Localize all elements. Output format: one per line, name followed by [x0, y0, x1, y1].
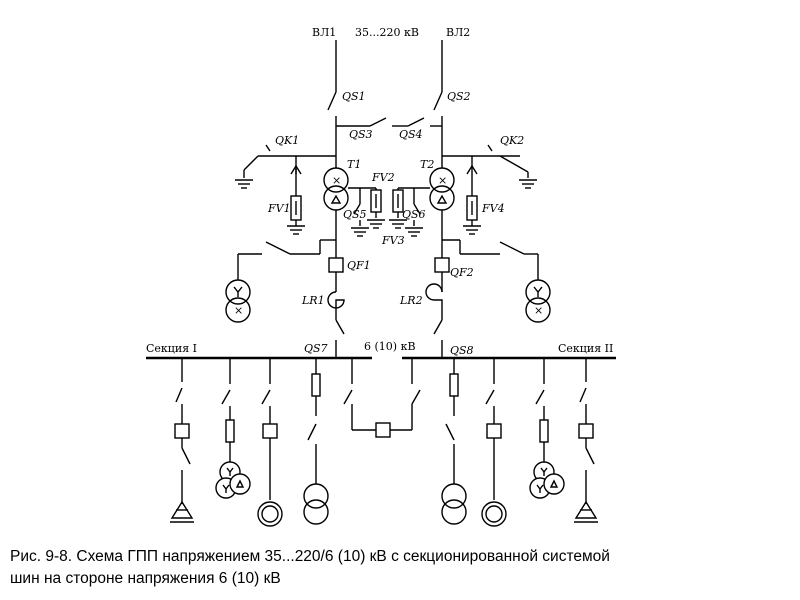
transformer-t2	[429, 167, 455, 193]
hv-voltage-label: 35...220 кВ	[355, 26, 419, 39]
label-fv2: FV2	[371, 171, 395, 184]
arrow-icon	[290, 164, 302, 175]
earth-switch-qk1	[243, 155, 259, 171]
section-label-1: Секция I	[146, 342, 197, 355]
figure-caption: Рис. 9-8. Схема ГПП напряжением 35...220…	[10, 546, 790, 590]
disconnector-qs1	[327, 91, 337, 111]
caption-line-1: Рис. 9-8. Схема ГПП напряжением 35...220…	[10, 548, 610, 565]
label-fv1: FV1	[267, 202, 291, 215]
label-qs1: QS1	[342, 90, 366, 103]
label-qs2: QS2	[447, 90, 471, 103]
section-breaker	[375, 422, 391, 438]
label-fv4: FV4	[481, 202, 505, 215]
arrow-icon	[466, 164, 478, 175]
svg-text:×: ×	[438, 174, 447, 187]
breaker-qf1	[328, 257, 344, 273]
disconnector-qs4	[407, 117, 425, 127]
feeder-breaker	[578, 423, 594, 439]
svg-text:×: ×	[234, 304, 243, 317]
label-qk1: QK1	[275, 134, 299, 147]
disconnector-qs7	[335, 319, 345, 335]
feeder-fuse	[449, 373, 459, 397]
feeder-breaker	[174, 423, 190, 439]
svg-text:×: ×	[534, 304, 543, 317]
line-label-vl2: ВЛ2	[446, 26, 470, 39]
label-fv3: FV3	[381, 234, 405, 247]
label-qf2: QF2	[450, 266, 474, 279]
disconnector-qs6	[413, 203, 421, 215]
aux-switch-right	[499, 241, 525, 255]
feeder-breaker	[486, 423, 502, 439]
disconnector-qs5	[353, 203, 361, 215]
earth-switch-qk2	[499, 155, 529, 173]
label-qs7: QS7	[304, 342, 328, 355]
label-qf1: QF1	[347, 259, 371, 272]
reactor-lr1	[327, 291, 345, 320]
label-qs3: QS3	[349, 128, 373, 141]
lv-voltage-label: 6 (10) кВ	[364, 340, 416, 353]
label-lr1: LR1	[301, 294, 325, 307]
feeder-breaker	[262, 423, 278, 439]
feeder-fuse	[539, 419, 549, 443]
caption-line-2: шин на стороне напряжения 6 (10) кВ	[10, 570, 281, 587]
disconnector-qs2	[433, 91, 443, 111]
section-label-2: Секция II	[558, 342, 613, 355]
breaker-qf2	[434, 257, 450, 273]
reactor-lr2	[425, 283, 443, 320]
disconnector-qs8	[433, 319, 443, 335]
aux-switch-left	[265, 241, 291, 255]
label-qs5: QS5	[343, 208, 367, 221]
label-qs4: QS4	[399, 128, 423, 141]
feeder-fuse	[225, 419, 235, 443]
line-label-vl1: ВЛ1	[312, 26, 336, 39]
transformer-t1	[323, 167, 349, 193]
label-t2: T2	[420, 158, 434, 171]
svg-text:×: ×	[332, 174, 341, 187]
disconnector-qs3	[369, 117, 387, 127]
label-qs6: QS6	[402, 208, 426, 221]
label-lr2: LR2	[399, 294, 423, 307]
label-qk2: QK2	[500, 134, 524, 147]
label-t1: T1	[347, 158, 361, 171]
label-qs8: QS8	[450, 344, 474, 357]
feeder-fuse	[311, 373, 321, 397]
